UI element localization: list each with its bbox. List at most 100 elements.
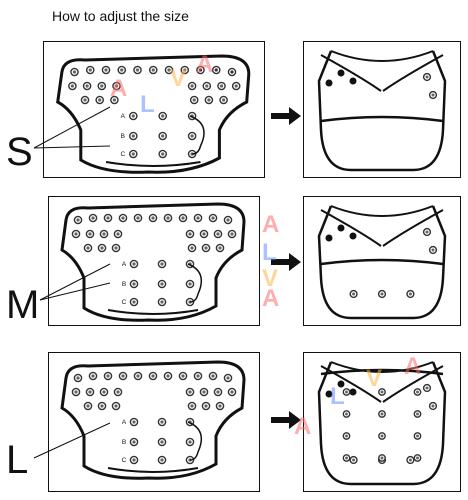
snap-center xyxy=(132,420,136,424)
diaper-fastened-panel-s xyxy=(303,41,461,178)
diaper-outline xyxy=(56,54,251,174)
snap-center xyxy=(181,374,185,378)
snap-center xyxy=(88,232,92,236)
snap-center xyxy=(204,246,208,250)
snap-closed xyxy=(337,380,345,388)
snap-center xyxy=(100,84,104,88)
pointer-s-c xyxy=(33,145,111,149)
snap-closed xyxy=(349,232,357,240)
snap-center xyxy=(216,232,220,236)
snap-center xyxy=(205,84,209,88)
watermark-letter: L xyxy=(262,239,277,266)
snap-letter-c: C xyxy=(122,299,127,306)
snap-center xyxy=(74,390,78,394)
diaper-inner-line xyxy=(107,467,199,473)
diaper-inner-line xyxy=(105,161,201,167)
snap-closed xyxy=(337,69,345,77)
snap-center xyxy=(190,246,194,250)
snap-center xyxy=(352,292,356,296)
snap-center xyxy=(83,98,87,102)
snap-center xyxy=(151,216,155,220)
size-label-l: L xyxy=(6,438,29,482)
snap-center xyxy=(167,68,171,72)
snap-center xyxy=(416,390,419,394)
arrow-s xyxy=(271,107,301,125)
snap-center xyxy=(161,152,165,156)
page-title: How to adjust the size xyxy=(52,8,189,24)
snap-center xyxy=(86,404,90,408)
snap-center xyxy=(114,246,118,250)
snap-center xyxy=(104,68,108,72)
snap-center xyxy=(425,386,429,390)
fastened-outline xyxy=(317,205,447,320)
waist-line xyxy=(330,361,434,373)
snap-center xyxy=(380,292,384,296)
snap-center xyxy=(345,434,348,438)
snap-letter-a: A xyxy=(122,261,127,268)
snap-center xyxy=(431,404,435,408)
snap-center xyxy=(85,84,89,88)
snap-center xyxy=(416,412,419,416)
snap-center xyxy=(74,232,78,236)
snap-letter-b: B xyxy=(122,439,126,446)
snap-center xyxy=(352,458,356,462)
snap-center xyxy=(76,376,80,380)
right-flap xyxy=(382,365,444,403)
snap-center xyxy=(131,152,135,156)
watermark-letter: L xyxy=(140,91,155,118)
watermark-letter: V xyxy=(170,65,186,92)
snap-center xyxy=(211,216,215,220)
snap-center xyxy=(190,404,194,408)
snap-center xyxy=(112,98,117,102)
snap-center xyxy=(425,230,429,234)
snap-center xyxy=(345,456,348,460)
snap-center xyxy=(408,292,412,296)
watermark-letter: A xyxy=(196,51,213,78)
snap-center xyxy=(190,134,194,138)
snap-center xyxy=(408,458,412,462)
snap-center xyxy=(380,412,384,416)
snap-center xyxy=(160,458,164,462)
snap-center xyxy=(136,374,140,378)
snap-closed xyxy=(349,388,357,396)
snap-closed xyxy=(325,79,333,87)
snap-center xyxy=(131,134,135,138)
snap-center xyxy=(226,218,230,222)
snap-center xyxy=(131,114,135,118)
snap-center xyxy=(416,456,419,460)
snap-center xyxy=(70,84,75,88)
snap-center xyxy=(121,216,125,220)
watermark-letter: V xyxy=(366,365,382,392)
snap-center xyxy=(190,84,194,88)
snap-center xyxy=(151,374,155,378)
snap-center xyxy=(136,216,140,220)
pointer-m-b xyxy=(39,282,111,301)
diaper-inner-line xyxy=(107,309,199,315)
snap-center xyxy=(88,68,92,72)
snap-center xyxy=(183,68,187,72)
arrow-l xyxy=(271,411,301,429)
waist-line xyxy=(330,50,434,62)
diaper-fastened-panel-l xyxy=(303,352,461,492)
pointer-s-a xyxy=(33,106,111,149)
snap-center xyxy=(91,216,95,220)
snap-center xyxy=(230,232,234,236)
snap-center xyxy=(214,68,218,72)
snap-center xyxy=(431,248,435,252)
snap-center xyxy=(202,390,206,394)
snap-center xyxy=(72,70,77,74)
fastened-outline xyxy=(317,50,447,172)
left-flap xyxy=(320,365,382,403)
snap-center xyxy=(120,68,124,72)
left-flap xyxy=(320,209,382,247)
snap-center xyxy=(114,404,118,408)
snap-center xyxy=(218,404,222,408)
snap-center xyxy=(221,98,226,102)
snap-center xyxy=(151,68,155,72)
diaper-outline xyxy=(60,360,246,480)
snap-letter-b: B xyxy=(121,133,125,140)
snap-center xyxy=(100,404,104,408)
snap-center xyxy=(161,114,165,118)
snap-center xyxy=(166,216,170,220)
